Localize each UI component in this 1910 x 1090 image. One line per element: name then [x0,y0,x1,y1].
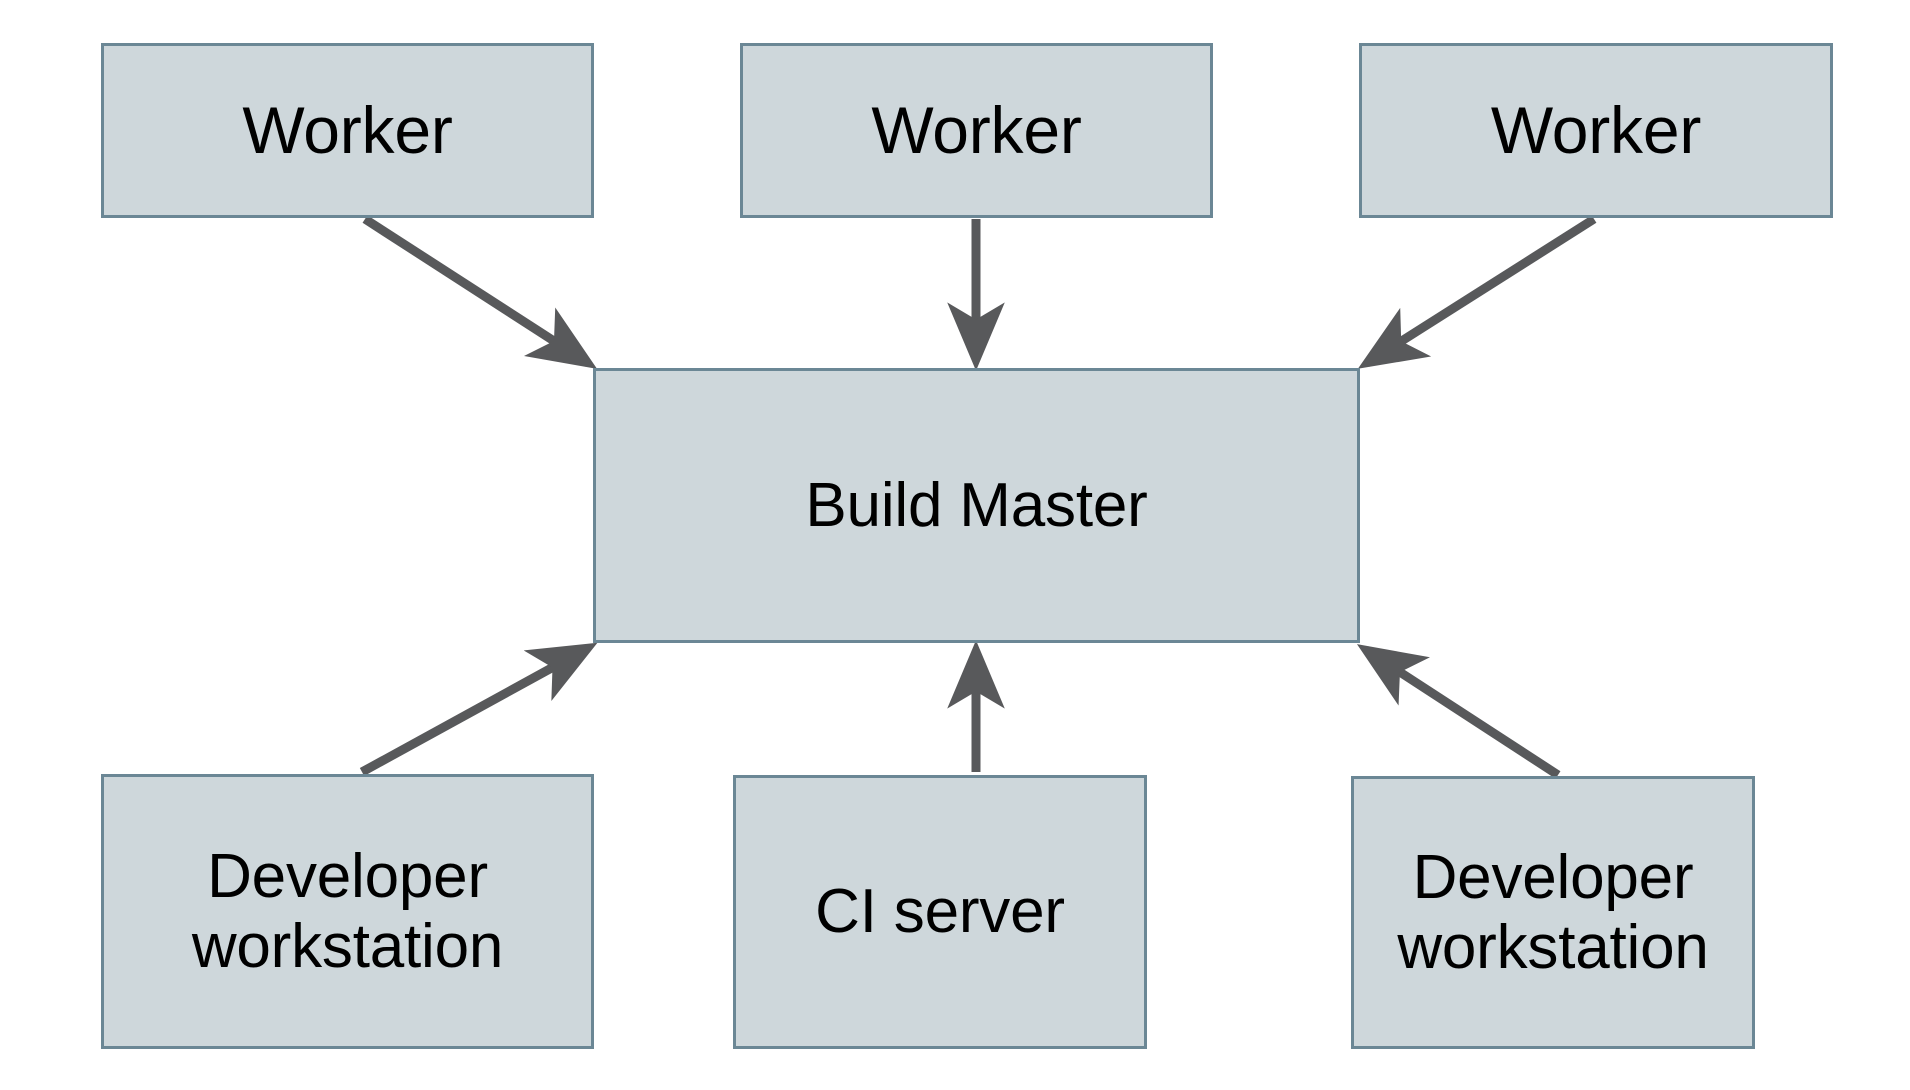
edge-worker-right-to-master [1357,215,1597,369]
node-label: CI server [815,877,1065,947]
node-worker-left[interactable]: Worker [101,43,594,218]
node-label: Worker [871,92,1082,167]
node-developer-workstation-right[interactable]: Developer workstation [1351,776,1755,1049]
node-build-master[interactable]: Build Master [593,368,1360,643]
node-developer-workstation-left[interactable]: Developer workstation [101,774,594,1049]
node-label: Worker [242,92,453,167]
node-label: Build Master [805,470,1148,540]
node-worker-right[interactable]: Worker [1359,43,1833,218]
node-worker-middle[interactable]: Worker [740,43,1213,218]
edge-dev-left-to-master [359,642,598,776]
edge-dev-right-to-master [1356,644,1561,779]
node-label: Developer workstation [1397,843,1709,982]
edge-worker-left-to-master [362,215,598,369]
node-ci-server[interactable]: CI server [733,775,1147,1049]
node-label: Worker [1490,92,1702,167]
node-label: Developer workstation [191,842,504,981]
